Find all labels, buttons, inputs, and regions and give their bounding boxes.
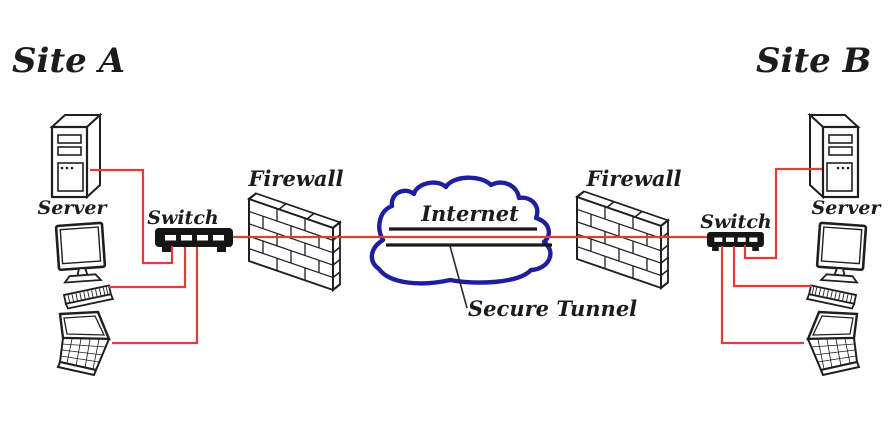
link-pc-a-switch-a bbox=[108, 247, 187, 289]
link-server-b-switch-b bbox=[743, 167, 822, 260]
link-laptop-b-switch-b bbox=[720, 246, 804, 345]
site-b-laptop bbox=[806, 310, 861, 377]
site-b-firewall-label: Firewall bbox=[586, 166, 682, 191]
site-b-keyboard bbox=[806, 284, 857, 310]
site-a-switch-label: Switch bbox=[147, 207, 218, 229]
site-a-firewall bbox=[247, 189, 342, 294]
site-a-title: Site A bbox=[12, 41, 125, 81]
site-b-title: Site B bbox=[756, 41, 871, 81]
site-b-firewall bbox=[575, 187, 670, 292]
link-pc-b-switch-b bbox=[732, 246, 812, 288]
site-a-server bbox=[50, 113, 102, 199]
site-b-server-label: Server bbox=[812, 197, 883, 219]
internet-label: Internet bbox=[420, 201, 519, 226]
site-a-switch bbox=[155, 228, 233, 252]
site-a-firewall-label: Firewall bbox=[248, 166, 344, 191]
site-b-switch-label: Switch bbox=[700, 211, 771, 233]
link-server-a-switch-a bbox=[90, 168, 174, 265]
secure-tunnel-bars bbox=[386, 227, 552, 247]
site-a-server-label: Server bbox=[38, 197, 109, 219]
secure-tunnel-label: Secure Tunnel bbox=[468, 296, 637, 321]
site-a-laptop bbox=[56, 310, 111, 377]
secure-tunnel-pointer-line bbox=[449, 245, 468, 309]
site-a-monitor bbox=[54, 221, 108, 285]
site-b-switch bbox=[707, 232, 764, 251]
site-a-keyboard bbox=[63, 284, 114, 310]
link-laptop-a-switch-a bbox=[112, 247, 199, 345]
site-b-server bbox=[808, 113, 860, 199]
connection-lines bbox=[90, 167, 822, 345]
site-b-monitor bbox=[814, 221, 868, 285]
